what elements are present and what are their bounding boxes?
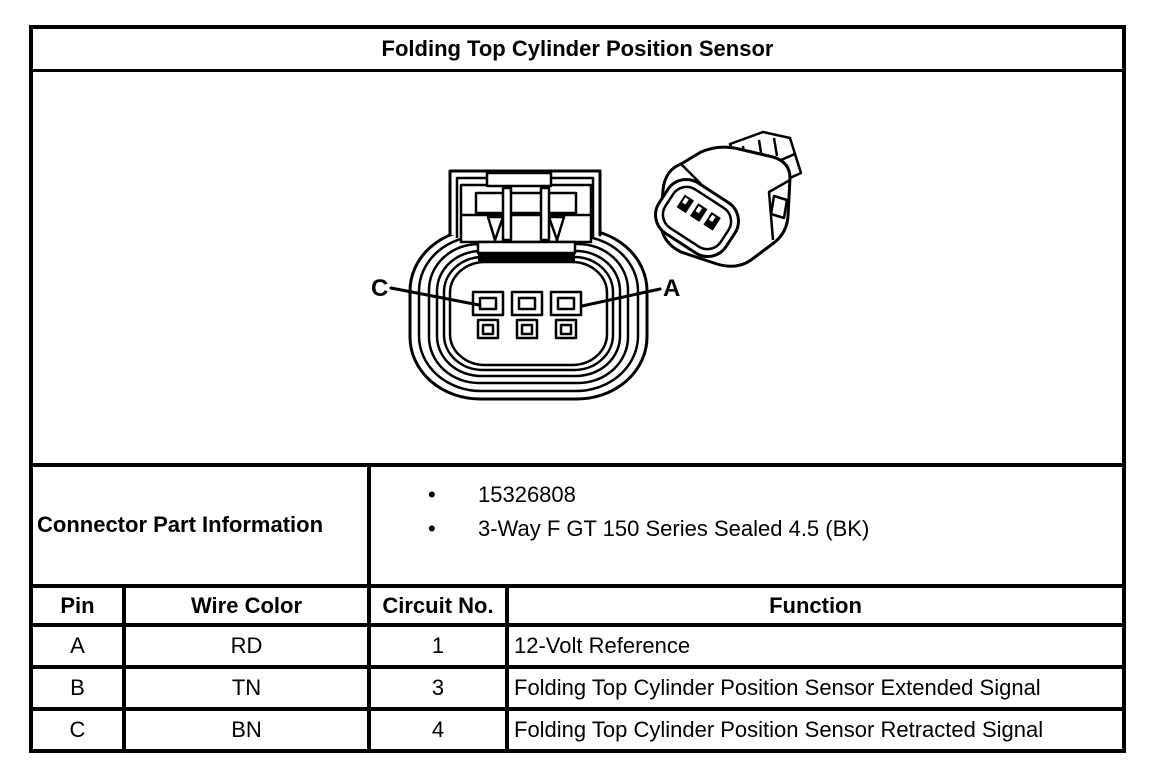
- tpa-dark-band: [478, 253, 575, 261]
- function-cell: 12-Volt Reference: [514, 633, 691, 658]
- function-cell: Folding Top Cylinder Position Sensor Ret…: [514, 717, 1044, 742]
- pin-table-header: Pin Wire Color Circuit No. Function: [33, 584, 1122, 623]
- col-header-function: Function: [769, 592, 862, 618]
- part-info-label: Connector Part Information: [33, 467, 371, 584]
- bullet-icon: •: [428, 482, 436, 507]
- table-row-pin-c: C BN 4 Folding Top Cylinder Position Sen…: [33, 707, 1122, 749]
- connector-series-description: 3-Way F GT 150 Series Sealed 4.5 (BK): [478, 516, 870, 541]
- col-header-pin: Pin: [33, 588, 126, 623]
- pin-cell: A: [33, 627, 126, 665]
- connector-diagram: C A: [371, 130, 803, 401]
- part-info-list: • 15326808 • 3-Way F GT 150 Series Seale…: [371, 467, 1122, 584]
- wire-color-cell: BN: [126, 711, 371, 749]
- connector-info-sheet: Folding Top Cylinder Position Sensor: [29, 25, 1126, 753]
- wire-color-cell: RD: [126, 627, 371, 665]
- connector-3d-view: [654, 130, 803, 268]
- terminal-label-c: C: [371, 275, 388, 302]
- circuit-no-cell: 1: [371, 627, 509, 665]
- part-info-item: • 3-Way F GT 150 Series Sealed 4.5 (BK): [371, 512, 1122, 546]
- table-row-pin-a: A RD 1 12-Volt Reference: [33, 623, 1122, 665]
- circuit-no-cell: 4: [371, 711, 509, 749]
- terminal-cavity-b: [510, 290, 544, 340]
- leader-line-c: [389, 286, 481, 307]
- part-info-item: • 15326808: [371, 478, 1122, 512]
- function-cell: Folding Top Cylinder Position Sensor Ext…: [514, 675, 1041, 700]
- terminal-cavity-a: [549, 290, 583, 340]
- pin-cell: B: [33, 669, 126, 707]
- leader-line-a: [580, 287, 662, 308]
- pin-cell: C: [33, 711, 126, 749]
- diagram-cell: C A: [33, 72, 1122, 463]
- part-info-section: Connector Part Information • 15326808 • …: [33, 463, 1122, 584]
- bullet-icon: •: [428, 516, 436, 541]
- col-header-circuit-no: Circuit No.: [371, 588, 509, 623]
- part-number: 15326808: [478, 482, 576, 507]
- connector-face-view: C A: [371, 169, 680, 401]
- terminal-cavity-c: [471, 290, 505, 340]
- col-header-wire-color: Wire Color: [126, 588, 371, 623]
- wire-color-cell: TN: [126, 669, 371, 707]
- terminal-label-a: A: [663, 275, 680, 302]
- tpa-slot: [476, 240, 577, 255]
- table-row-pin-b: B TN 3 Folding Top Cylinder Position Sen…: [33, 665, 1122, 707]
- page-title: Folding Top Cylinder Position Sensor: [381, 36, 774, 61]
- circuit-no-cell: 3: [371, 669, 509, 707]
- title-bar: Folding Top Cylinder Position Sensor: [33, 29, 1122, 72]
